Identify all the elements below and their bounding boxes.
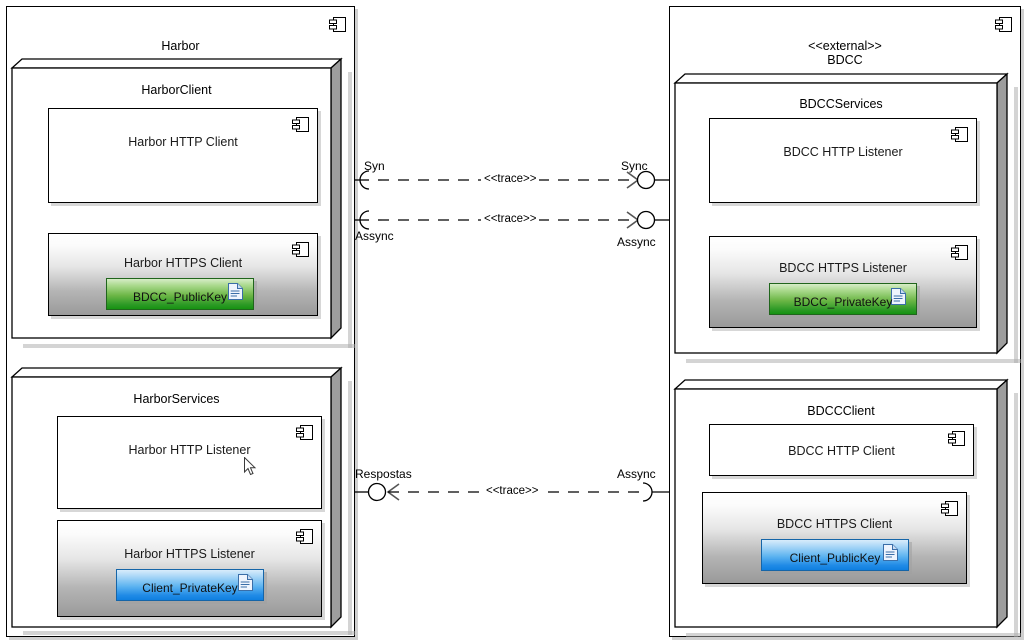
component-label: Harbor HTTPS Listener [124, 547, 255, 561]
subsystem-harborclient-title: HarborClient [141, 83, 212, 97]
package-harbor[interactable]: Harbor HarborClient Harbor HTTP Client [6, 6, 355, 637]
connector-sync-left-label: Syn [364, 159, 385, 173]
component-bdcc-http-listener[interactable]: BDCC HTTP Listener [709, 118, 977, 203]
component-icon [951, 245, 968, 260]
package-bdcc[interactable]: <<external>> BDCC BDCCServices BDCC HTTP… [669, 6, 1021, 637]
component-harbor-http-listener[interactable]: Harbor HTTP Listener [57, 416, 322, 509]
artifact-label: BDCC_PrivateKey [793, 295, 893, 309]
component-label: Harbor HTTP Client [128, 135, 238, 149]
component-harbor-https-listener[interactable]: Harbor HTTPS Listener [57, 520, 322, 617]
connector-assync-top-stereotype: <<trace>> [481, 213, 540, 225]
component-label: Harbor HTTP Listener [128, 443, 251, 457]
component-icon [292, 242, 309, 257]
component-icon [329, 17, 346, 32]
artifact-client-publickey[interactable]: Client_PublicKey [761, 539, 909, 571]
artifact-label: BDCC_PublicKey [132, 290, 228, 304]
component-harbor-https-client[interactable]: Harbor HTTPS Client [48, 233, 318, 316]
connector-sync-stereotype: <<trace>> [481, 173, 540, 185]
subsystem-bdccservices[interactable]: BDCCServices BDCC HTTP Listener BDCC HTT… [673, 72, 1021, 363]
component-icon [948, 431, 965, 446]
connector-sync-right-label: Sync [621, 159, 648, 173]
connector-assync-top-right-label: Assync [617, 235, 656, 249]
component-bdcc-http-client[interactable]: BDCC HTTP Client [709, 424, 974, 476]
component-bdcc-https-client[interactable]: BDCC HTTPS Client [702, 492, 967, 584]
connector-respostas-stereotype: <<trace>> [483, 485, 542, 497]
subsystem-bdccclient[interactable]: BDCCClient BDCC HTTP Client BDCC HTTPS C… [673, 378, 1021, 637]
subsystem-harborservices[interactable]: HarborServices Harbor HTTP Listener Harb… [10, 366, 355, 637]
artifact-client-privatekey[interactable]: Client_PrivateKey [116, 569, 264, 601]
artifact-label: Client_PublicKey [789, 551, 881, 565]
component-icon [941, 501, 958, 516]
subsystem-bdccclient-title: BDCCClient [807, 404, 875, 418]
component-icon [995, 17, 1012, 32]
component-icon [292, 117, 309, 132]
artifact-bdcc-publickey[interactable]: BDCC_PublicKey [106, 278, 254, 310]
component-label: Harbor HTTPS Client [123, 256, 243, 270]
connector-assync-top-left-label: Assync [355, 229, 394, 243]
artifact-bdcc-privatekey[interactable]: BDCC_PrivateKey [769, 283, 917, 315]
artifact-label: Client_PrivateKey [142, 581, 238, 595]
subsystem-harborservices-title: HarborServices [133, 392, 220, 406]
component-label: BDCC HTTPS Listener [779, 261, 907, 275]
artifact-document-icon [883, 544, 898, 561]
component-icon [296, 529, 313, 544]
artifact-document-icon [891, 288, 906, 305]
component-icon [296, 425, 313, 440]
component-icon [951, 127, 968, 142]
component-label: BDCC HTTPS Client [776, 517, 893, 531]
subsystem-harborclient[interactable]: HarborClient Harbor HTTP Client Harbor H… [10, 57, 355, 348]
artifact-document-icon [238, 574, 253, 591]
component-label: BDCC HTTP Client [788, 444, 895, 458]
package-bdcc-title: BDCC [827, 53, 863, 67]
package-harbor-title: Harbor [161, 39, 200, 53]
connector-respostas-left-label: Respostas [355, 467, 412, 481]
component-harbor-http-client[interactable]: Harbor HTTP Client [48, 108, 318, 203]
connector-respostas-right-label: Assync [617, 467, 656, 481]
component-label: BDCC HTTP Listener [783, 145, 903, 159]
package-bdcc-stereotype: <<external>> [808, 39, 882, 53]
subsystem-bdccservices-title: BDCCServices [799, 97, 883, 111]
component-bdcc-https-listener[interactable]: BDCC HTTPS Listener [709, 236, 977, 328]
artifact-document-icon [228, 283, 243, 300]
